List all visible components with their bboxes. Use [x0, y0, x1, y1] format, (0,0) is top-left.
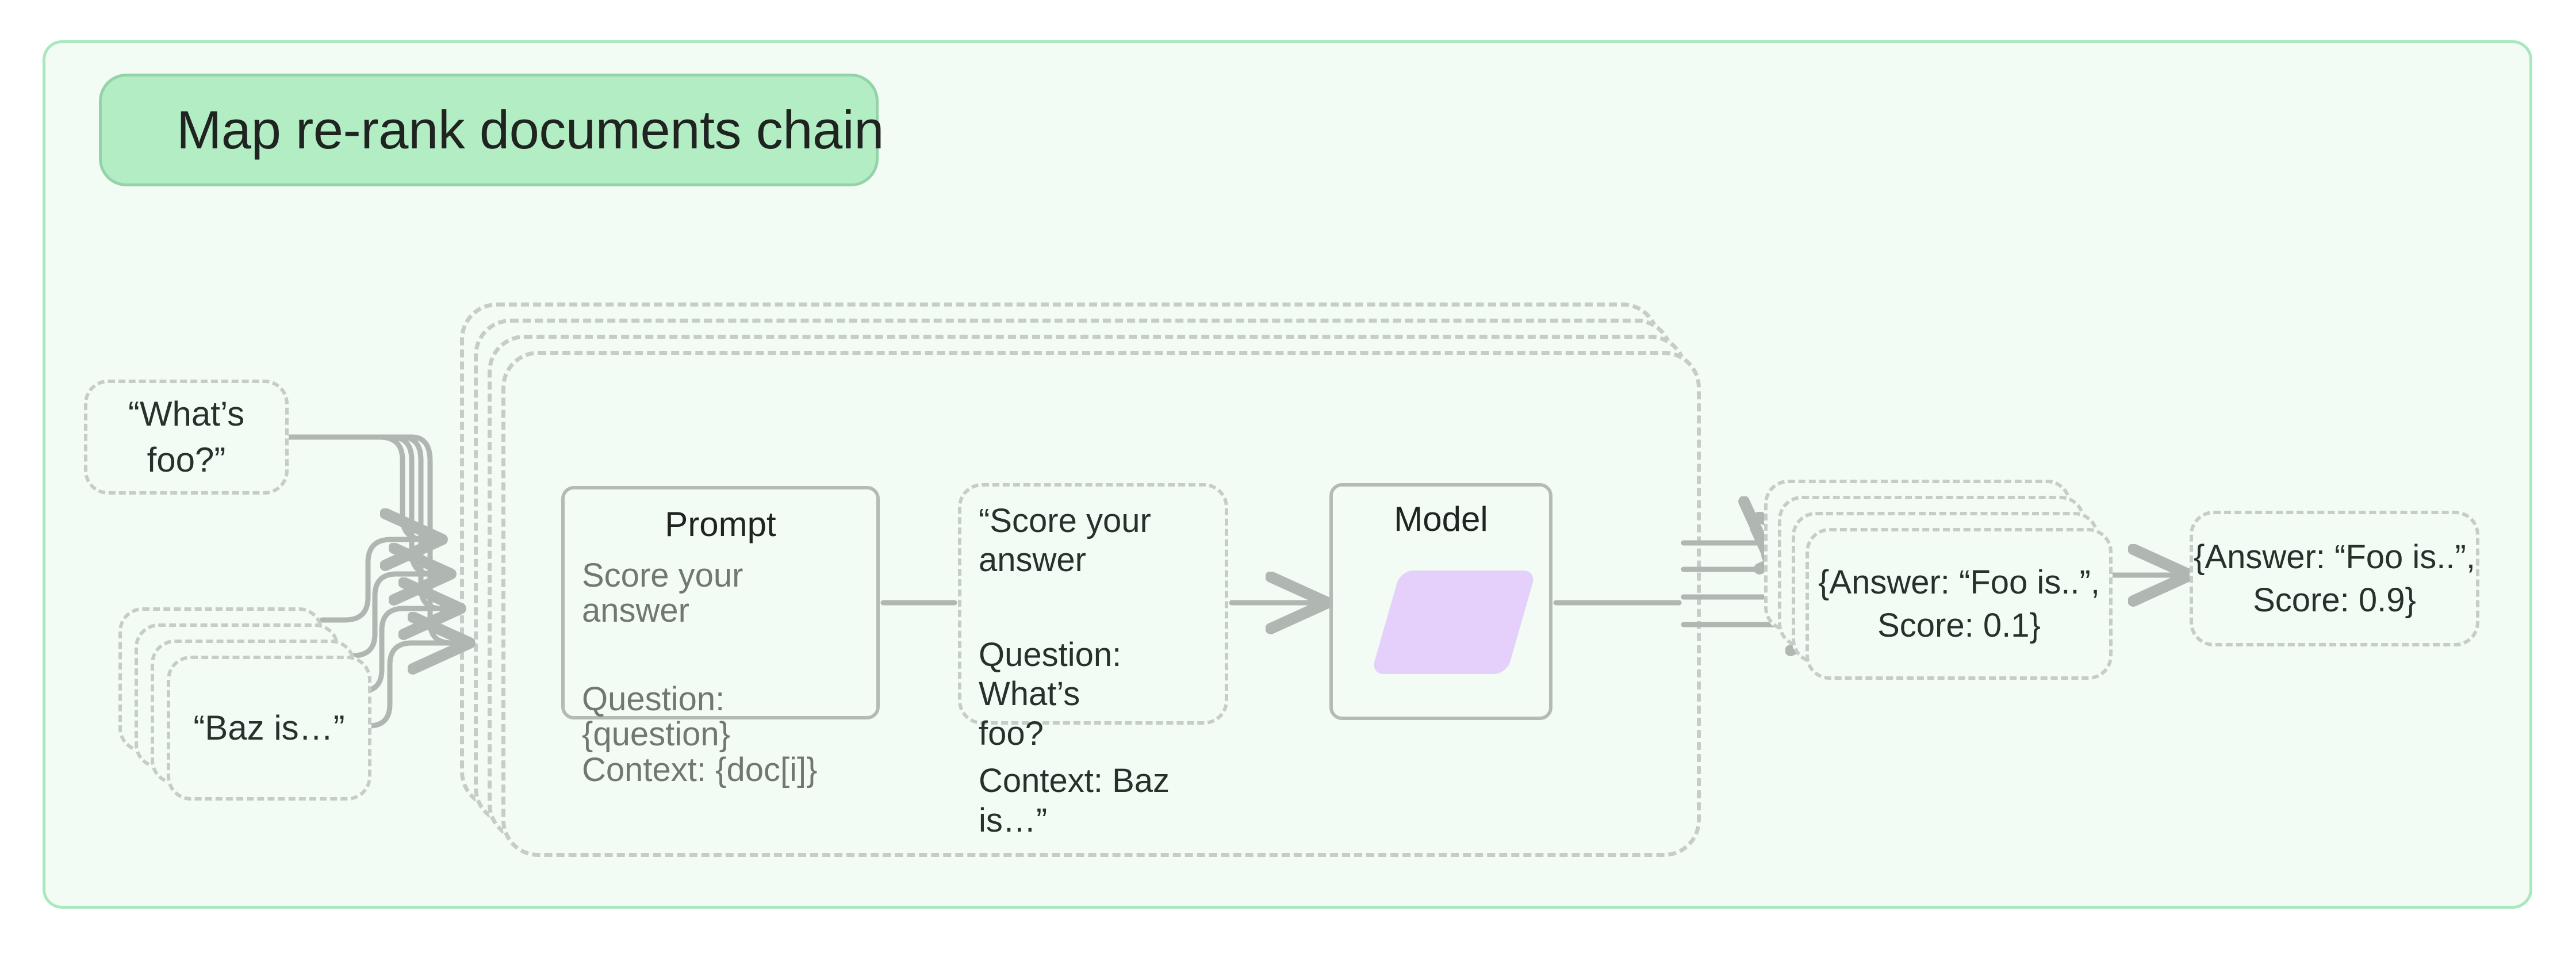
prompt-line-instruction: Score your answer — [582, 557, 743, 630]
rendered-prompt-line-context: Context: Baz is…” — [979, 762, 1170, 839]
rendered-prompt-line-question: Question: What’s foo? — [979, 636, 1122, 752]
page-title: Map re-rank documents chain — [177, 99, 884, 160]
diagram-title-badge: Map re-rank documents chain — [99, 74, 884, 186]
prompt-line-context: Context: {doc[i]} — [582, 751, 818, 788]
model-card[interactable]: Model — [1329, 483, 1552, 720]
prompt-line-spacer — [582, 629, 859, 682]
input-node-documents[interactable]: “Baz is…” — [167, 656, 371, 801]
prompt-line-question: Question: {question} — [582, 680, 731, 753]
rendered-prompt-spacer — [979, 580, 1210, 636]
edge-documents-to-process — [319, 537, 467, 729]
rendered-prompt-line-instruction: “Score your answer — [979, 502, 1151, 579]
input-documents-label: “Baz is…” — [193, 708, 345, 747]
input-question-label: “What’s foo?” — [128, 394, 245, 479]
input-node-question[interactable]: “What’s foo?” — [84, 380, 289, 495]
output-node-best[interactable]: {Answer: “Foo is..”, Score: 0.9} — [2190, 511, 2479, 646]
rendered-prompt-node[interactable]: “Score your answer Question: What’s foo?… — [958, 483, 1228, 839]
model-parallelogram-icon — [1371, 571, 1536, 674]
output-best-label: {Answer: “Foo is..”, Score: 0.9} — [2194, 538, 2475, 619]
output-scored-label: {Answer: “Foo is..”, Score: 0.1} — [1818, 563, 2100, 644]
prompt-card[interactable]: Prompt Score your answer Question: {ques… — [561, 486, 880, 787]
prompt-card-title: Prompt — [665, 505, 776, 543]
model-card-title: Model — [1394, 500, 1488, 538]
output-node-scored[interactable]: {Answer: “Foo is..”, Score: 0.1} — [1805, 528, 2113, 680]
